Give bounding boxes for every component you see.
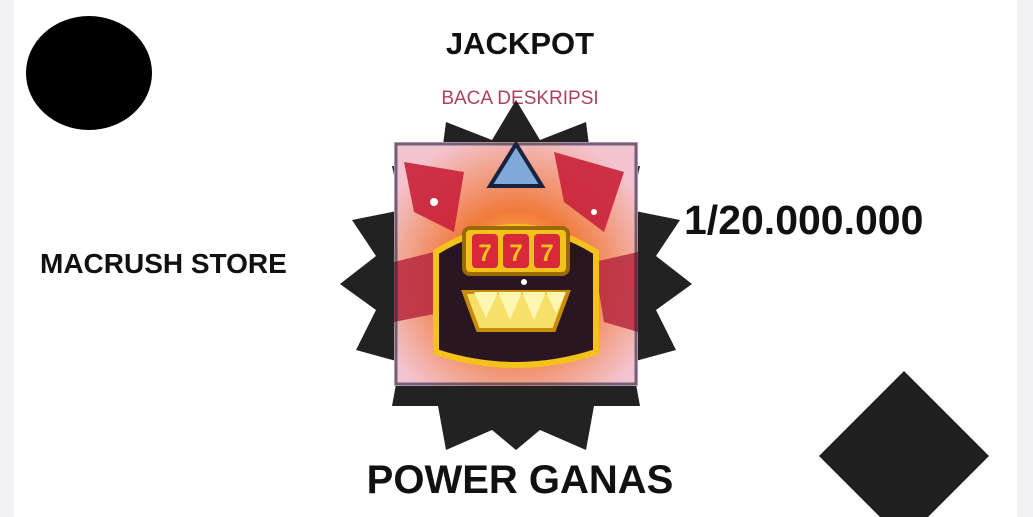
reel-symbol: 7 xyxy=(478,240,491,267)
diamond-shape xyxy=(819,371,989,517)
jackpot-odds: 1/20.000.000 xyxy=(684,197,924,243)
store-name: MACRUSH STORE xyxy=(40,248,287,279)
reel-symbol: 7 xyxy=(540,240,553,267)
page-title: JACKPOT xyxy=(445,26,595,61)
banner-canvas: JACKPOT BACA DESKRIPSI MACRUSH STORE 1/2… xyxy=(14,0,1017,517)
footer-label: POWER GANAS xyxy=(366,458,674,502)
circle-shape xyxy=(26,16,152,130)
jackpot-slot-chest-icon: 7 7 7 xyxy=(394,142,638,386)
reel-symbol: 7 xyxy=(509,240,522,267)
description-link[interactable]: BACA DESKRIPSI xyxy=(441,88,599,109)
